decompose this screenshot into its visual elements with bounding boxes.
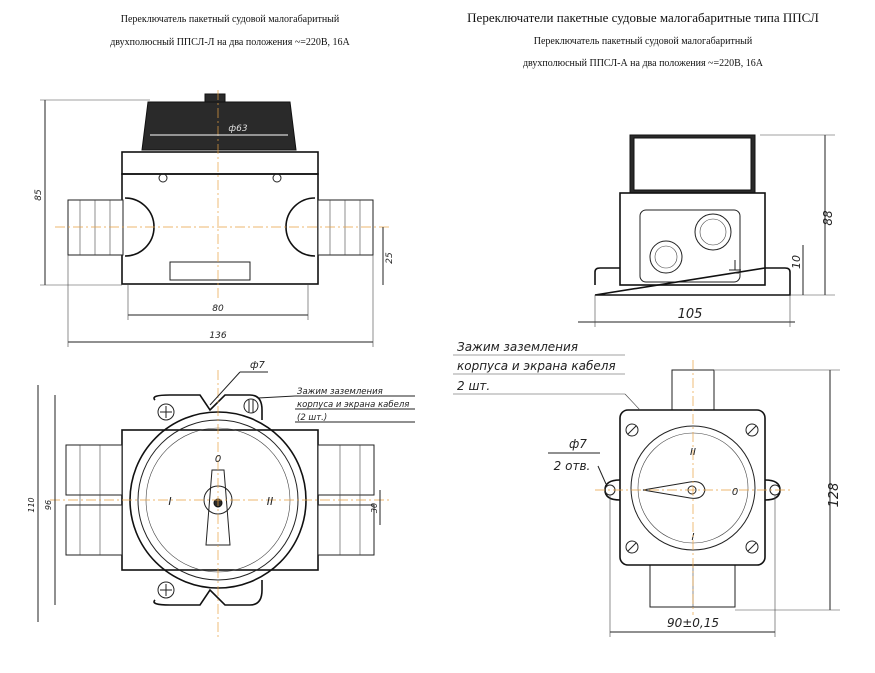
position-label-II: II (267, 495, 274, 508)
left-title-line1: Переключатель пакетный судовой малогабар… (121, 14, 340, 25)
position-label-I: I (692, 532, 695, 543)
dim-outer-110: 110 (27, 497, 36, 512)
dim-height-128: 128 (827, 483, 842, 508)
ppsl-a-front-view: 88 10 105 (578, 134, 835, 327)
ground-note-line1: Зажим заземления (457, 340, 578, 354)
dim-foot-10: 10 (790, 255, 803, 269)
dim-hole-dia: ф7 (250, 360, 266, 371)
ground-note-line3: 2 шт. (457, 379, 490, 393)
dim-cap-dia: ф63 (228, 124, 247, 134)
dim-width-90: 90±0,15 (667, 616, 719, 630)
left-title-line2: двухполюсный ППСЛ-Л на два положения ~=2… (110, 37, 350, 48)
dim-width-105: 105 (678, 307, 703, 322)
ground-note-line3: (2 шт.) (297, 413, 327, 423)
right-title-line2: двухполюсный ППСЛ-А на два положения ~=2… (523, 58, 764, 69)
hole-diameter: ф7 (569, 437, 587, 451)
pscl-l-front-view: 85 ф63 80 136 25 (34, 90, 395, 347)
ground-note-line2: корпуса и экрана кабеля (457, 359, 616, 373)
pscl-l-top-view: I II 0 110 96 30 ф7 Зажим заземления кор… (27, 360, 415, 640)
right-title-line1: Переключатель пакетный судовой малогабар… (534, 36, 753, 47)
dim-inner-96: 96 (44, 500, 53, 510)
dim-inner-80: 80 (212, 304, 224, 314)
ground-note-line2: корпуса и экрана кабеля (297, 400, 409, 410)
hole-count: 2 отв. (554, 459, 591, 473)
position-label-0: 0 (732, 487, 738, 498)
ppsl-a-top-view: II 0 I 128 90±0,15 ф7 2 отв. Зажим зазем… (453, 340, 842, 637)
position-label-I: I (168, 495, 171, 508)
dim-height-85: 85 (34, 189, 44, 201)
dim-gland-30: 30 (370, 503, 379, 513)
position-label-0: 0 (215, 454, 221, 465)
dim-total-136: 136 (209, 331, 226, 341)
dim-height-88: 88 (821, 210, 835, 226)
ground-note-line1: Зажим заземления (297, 387, 383, 397)
dim-gland-25: 25 (385, 252, 395, 264)
right-main-title: Переключатели пакетные судовые малогабар… (467, 10, 819, 25)
